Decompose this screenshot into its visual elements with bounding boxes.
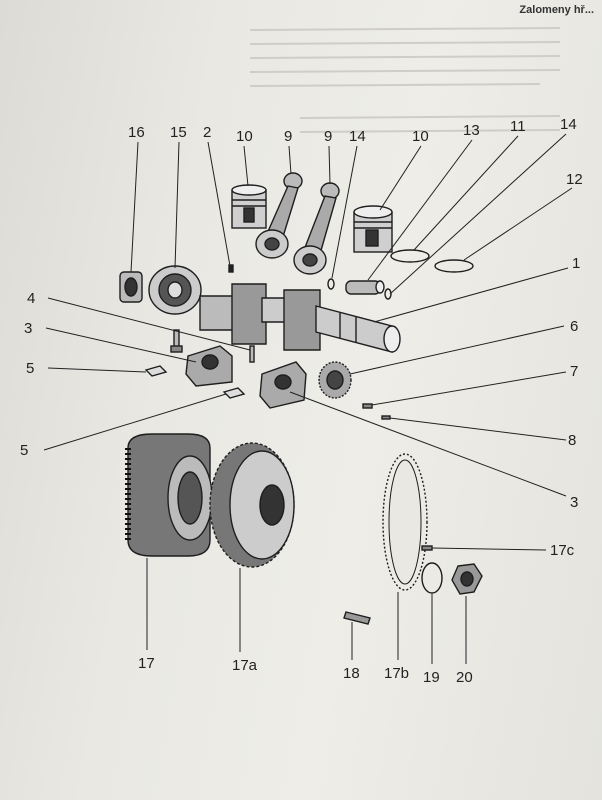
label-18: 18 [343,665,360,682]
label-14-right: 14 [560,116,577,133]
leader-lines [43,133,573,664]
label-9-left: 9 [284,128,292,145]
label-10-left: 10 [236,128,253,145]
part-17c-pin [421,545,433,551]
part-4-bolt [170,329,183,353]
label-17: 17 [138,655,155,672]
part-2-pin [228,264,234,273]
part-11-piston-ring [390,249,430,263]
label-5-right: 5 [20,442,28,459]
part-9-connecting-rod-left [255,172,303,259]
label-19: 19 [423,669,440,686]
label-5-left: 5 [26,360,34,377]
part-14-clip-right [384,288,392,300]
part-8-small-screw [381,415,391,420]
part-20-nut [451,563,483,595]
part-3-bearing-cap-left [185,345,233,387]
label-12: 12 [566,171,583,188]
part-13-piston-pin [345,280,385,295]
part-17a-flywheel-half [209,442,295,568]
label-16: 16 [128,124,145,141]
part-16-sleeve [119,271,143,303]
label-3-right: 3 [570,494,578,511]
label-7: 7 [570,363,578,380]
part-18-key [343,611,371,625]
label-17b: 17b [384,665,409,682]
label-17a: 17a [232,657,258,674]
page-header: Zalomeny hř... [519,4,594,16]
part-17-flywheel-half [125,433,213,557]
part-19-lock-washer [421,562,443,594]
part-10-piston-right [353,205,393,253]
part-10-piston-left [231,184,267,229]
part-15-pulley [148,265,202,315]
label-2: 2 [203,124,211,141]
label-3-left: 3 [24,320,32,337]
part-14-clip-left [327,278,335,290]
faint-background-text [249,27,561,133]
label-11: 11 [510,118,526,135]
part-9-connecting-rod-right [293,182,340,275]
label-4: 4 [27,290,35,307]
label-6: 6 [570,318,578,335]
label-20: 20 [456,669,473,686]
part-12-piston-ring [434,259,474,273]
part-6-gear [318,361,352,399]
part-5-washer-left [144,365,168,377]
part-3-small-bolt [249,345,255,363]
label-14-left: 14 [349,128,366,145]
part-3-bearing-cap-right [259,361,307,409]
label-9-right: 9 [324,128,332,145]
part-5-washer-right [222,387,246,399]
part-1-crankshaft [199,283,401,353]
part-labels: 16 15 2 10 9 9 14 10 13 11 14 12 1 4 3 5… [20,116,583,686]
label-15: 15 [170,124,187,141]
label-10-right: 10 [412,128,429,145]
label-13: 13 [463,122,480,139]
label-17c: 17c [550,542,575,559]
label-8: 8 [568,432,576,449]
part-7-small-key [362,403,373,409]
part-17b-ring-gear [382,453,428,591]
label-1: 1 [572,255,580,272]
